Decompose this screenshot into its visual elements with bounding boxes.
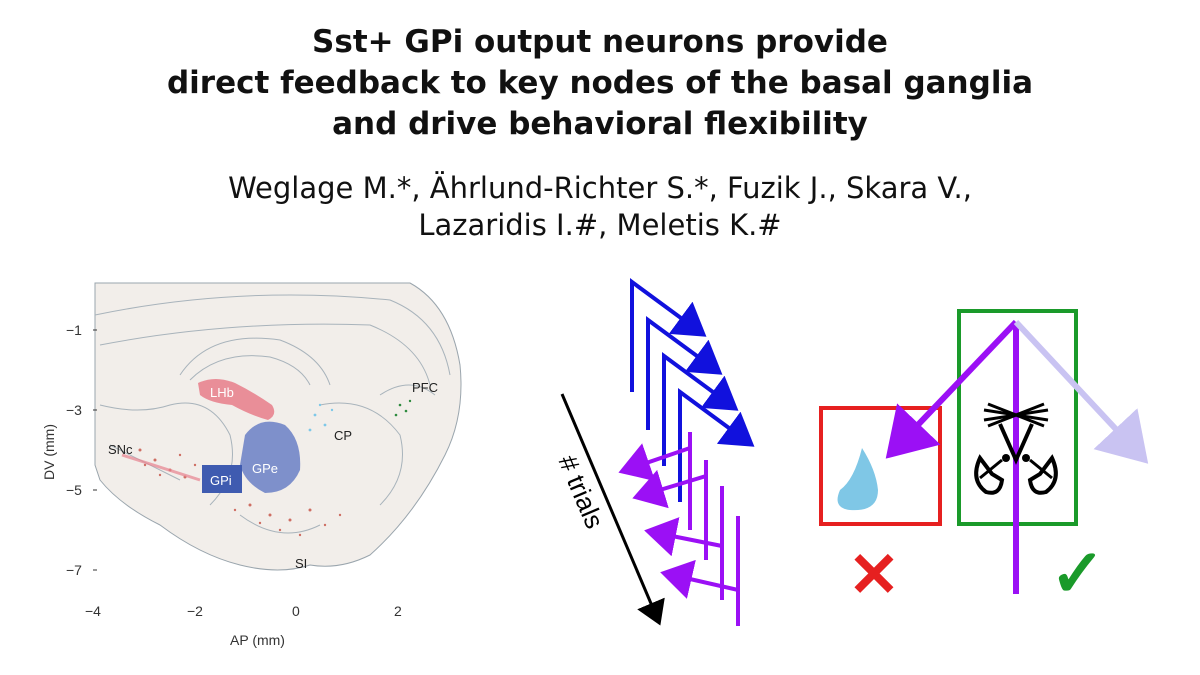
check-icon: ✓ — [1050, 536, 1105, 610]
paper-title: Sst+ GPi output neurons provide direct f… — [0, 22, 1200, 145]
gpe-region — [240, 421, 301, 493]
gpe-label: GPe — [252, 461, 278, 476]
y-axis-label: DV (mm) — [41, 424, 57, 480]
y-tick-label: −7 — [66, 562, 82, 578]
x-tick-label: −4 — [85, 603, 101, 619]
blue-arrow-sequence — [630, 278, 755, 502]
title-line-2: direct feedback to key nodes of the basa… — [166, 65, 1033, 101]
y-tick-label: −3 — [66, 402, 82, 418]
lhb-region — [198, 379, 275, 420]
behavior-schematic: # trials ✕ ✓ — [552, 278, 1149, 626]
trials-label: # trials — [552, 451, 610, 533]
pfc-label: PFC — [412, 380, 438, 395]
x-axis-label: AP (mm) — [230, 632, 285, 648]
pfc-projection-dots — [394, 399, 412, 417]
author-list: Weglage M.*, Ährlund-Richter S.*, Fuzik … — [0, 170, 1200, 244]
authors-line-1: Weglage M.*, Ährlund-Richter S.*, Fuzik … — [228, 171, 972, 205]
purple-arrow-sequence — [618, 432, 740, 626]
cross-icon: ✕ — [848, 541, 900, 610]
x-tick-label: −2 — [187, 603, 203, 619]
mouse-icon — [974, 402, 1058, 495]
x-tick-label: 0 — [292, 603, 300, 619]
left-choice-box — [819, 406, 942, 526]
gpi-region — [202, 465, 242, 493]
trials-arrow — [560, 393, 665, 626]
brain-section-figure: LHb GPe GPi SNc CP PFC SI −1 −3 −5 −7 −4… — [41, 282, 462, 648]
faded-arrow — [1013, 319, 1149, 464]
x-tick-label: 2 — [394, 603, 402, 619]
water-drop-icon — [837, 448, 878, 511]
chosen-arrow — [885, 319, 1019, 594]
authors-line-2: Lazaridis I.#, Meletis K.# — [418, 208, 782, 242]
y-axis: −1 −3 −5 −7 — [66, 322, 97, 578]
x-axis: −4 −2 0 2 — [85, 603, 402, 619]
snc-label: SNc — [108, 442, 133, 457]
title-line-3: and drive behavioral flexibility — [332, 106, 868, 142]
lhb-label: LHb — [210, 385, 234, 400]
si-label: SI — [295, 556, 307, 571]
gpi-label: GPi — [210, 473, 232, 488]
cp-label: CP — [334, 428, 352, 443]
title-line-1: Sst+ GPi output neurons provide — [312, 24, 888, 60]
y-tick-label: −1 — [66, 322, 82, 338]
y-tick-label: −5 — [66, 482, 82, 498]
cp-projection-dots — [308, 403, 334, 432]
